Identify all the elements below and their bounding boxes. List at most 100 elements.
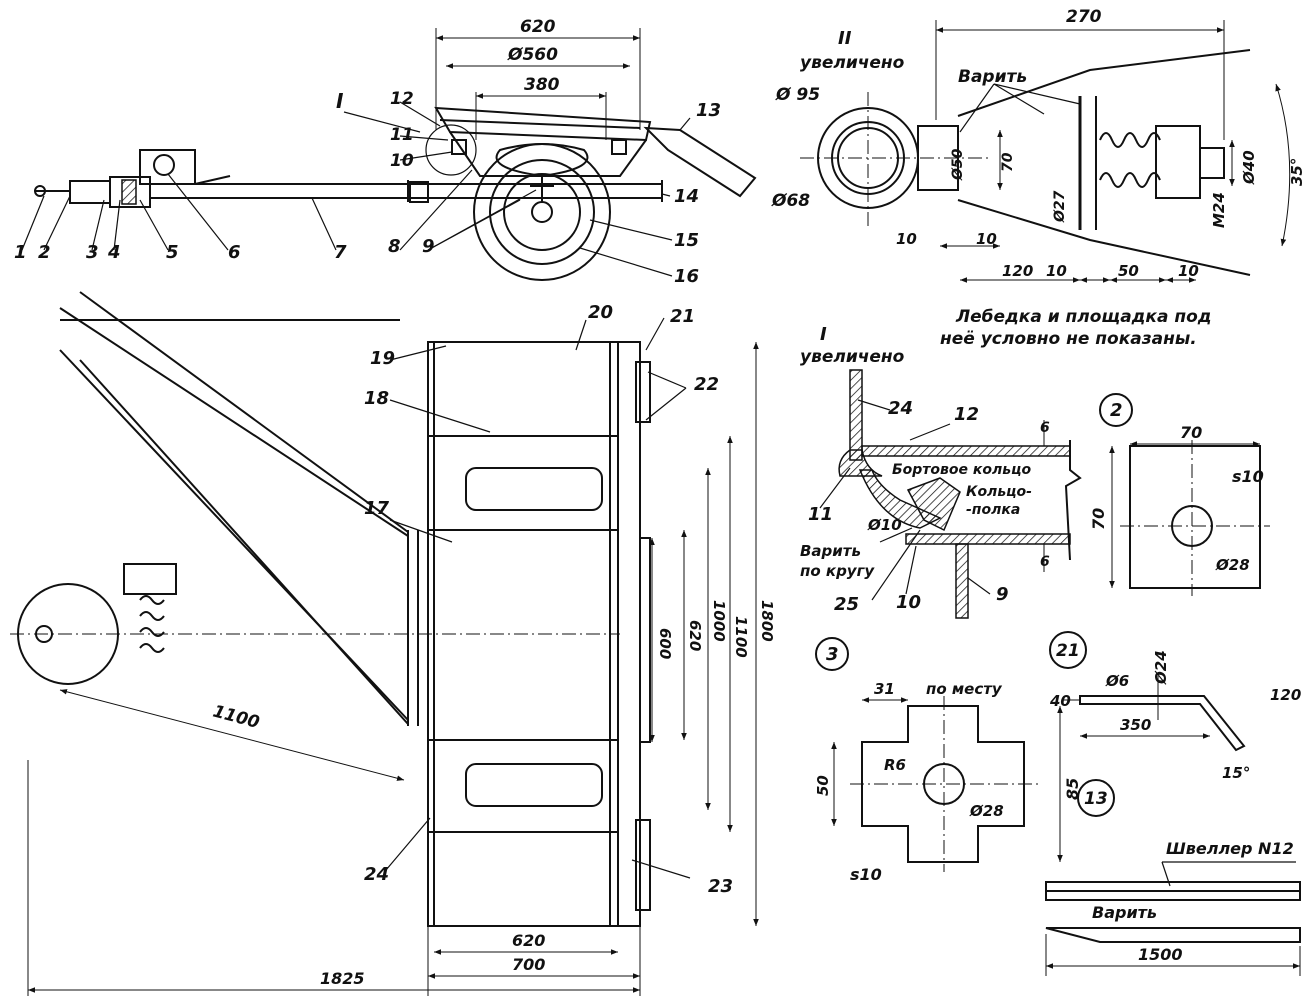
part-2-number: 2 (1110, 400, 1123, 421)
detail-I-view: I увеличено 24 12 6 Бортовое кольцо Коль… (800, 324, 1082, 619)
weld-label-II: Варить (958, 67, 1027, 87)
part-21-d350: 350 (1120, 716, 1151, 734)
dim-d10-detail: Ø10 (867, 516, 902, 534)
dim-10-a: 10 (896, 230, 917, 248)
part-3-hole: Ø28 (969, 802, 1004, 820)
part-3-radius: R6 (884, 756, 906, 774)
dim-d95: Ø 95 (775, 85, 820, 105)
part-21-number: 21 (1056, 641, 1080, 661)
detail-mark-I: I (336, 89, 344, 113)
dim-120: 120 (1002, 262, 1033, 280)
dim-d40: Ø40 (1240, 150, 1258, 185)
part-21-d6: Ø6 (1105, 672, 1129, 690)
part-3-d50: 50 (814, 775, 832, 796)
detail-II-word: увеличено (800, 53, 905, 73)
part-5: 5 (166, 242, 179, 263)
part-11: 11 (390, 125, 414, 145)
part-1: 1 (14, 242, 27, 263)
part-8: 8 (388, 236, 401, 257)
part-3-d85: 85 (1063, 778, 1082, 800)
plan-part-24: 24 (364, 864, 389, 885)
side-view: 620 Ø560 380 I 1 2 3 4 5 6 7 12 11 10 8 … (14, 17, 757, 287)
part-25-detail: 25 (834, 594, 859, 615)
weld-circle-1: Варить (800, 542, 861, 560)
part-13-length: 1500 (1138, 945, 1183, 964)
dim-50-II: 50 (1118, 262, 1139, 280)
weld-circle-2: по кругу (800, 562, 875, 580)
part-13-number: 13 (1084, 789, 1108, 809)
part-3: 3 (86, 242, 99, 263)
plan-part-19: 19 (370, 348, 395, 369)
part-21-angle: 15° (1222, 764, 1250, 782)
note-line-2: неё условно не показаны. (940, 329, 1197, 349)
detail-II-mark: II (838, 28, 852, 49)
part-10: 10 (390, 151, 414, 171)
part-2-hole: Ø28 (1215, 556, 1250, 574)
part-2: 2 (38, 242, 51, 263)
thickness-6-bottom: 6 (1040, 554, 1050, 570)
plan-part-20: 20 (588, 302, 613, 323)
ring-shelf-label-1: Кольцо- (966, 484, 1032, 500)
part-21-d120: 120 (1270, 686, 1301, 704)
plan-dim-1825: 1825 (320, 969, 365, 988)
part-21-drawing: 21 Ø6 Ø24 40 350 120 15° (1049, 631, 1301, 782)
dim-270: 270 (1066, 7, 1102, 27)
part-13-weld: Варить (1092, 903, 1157, 922)
part-11-detail: 11 (808, 504, 833, 525)
thickness-6-top: 6 (1040, 420, 1050, 436)
detail-I-word: увеличено (800, 347, 905, 367)
plan-view: 17 18 19 20 21 22 23 24 1100 600 620 100… (10, 291, 776, 996)
part-3-fit: по месту (926, 680, 1003, 698)
plan-dim-1100-v: 1100 (732, 616, 750, 658)
dim-d68: Ø68 (771, 191, 810, 211)
dim-10-c: 10 (1046, 262, 1067, 280)
dim-d560: Ø560 (507, 45, 558, 65)
dim-10-d: 10 (1178, 262, 1199, 280)
dim-d27: Ø27 (1052, 190, 1068, 223)
plan-part-17: 17 (364, 498, 390, 519)
part-16: 16 (674, 266, 699, 287)
plan-part-22: 22 (694, 374, 719, 395)
note-line-1: Лебедка и площадка под (955, 307, 1212, 327)
dim-70-II: 70 (1000, 152, 1016, 172)
plan-dim-700: 700 (512, 955, 545, 974)
bead-ring-label: Бортовое кольцо (892, 462, 1031, 478)
detail-II-view: II увеличено 270 Варить Ø 95 (771, 7, 1306, 349)
dim-m24: M24 (1210, 192, 1228, 228)
part-2-width: 70 (1180, 423, 1202, 442)
part-15: 15 (674, 230, 699, 251)
part-2-drawing: 2 70 70 s10 Ø28 (1089, 393, 1270, 596)
detail-I-mark: I (820, 324, 827, 345)
part-12: 12 (390, 89, 414, 109)
dim-35-deg: 35° (1288, 158, 1306, 186)
part-3-number: 3 (826, 644, 839, 665)
dim-d50: Ø50 (950, 148, 966, 181)
part-6: 6 (228, 242, 241, 263)
plan-dim-1000: 1000 (710, 600, 728, 642)
part-4: 4 (107, 242, 121, 263)
part-10-detail: 10 (896, 592, 921, 613)
plan-part-21: 21 (670, 306, 695, 327)
plan-dim-600: 600 (656, 628, 674, 659)
part-13-channel: Швеллер N12 (1166, 839, 1294, 858)
part-3-drawing: 3 31 по месту R6 50 Ø28 85 s10 (814, 637, 1082, 884)
part-14: 14 (674, 186, 699, 207)
part-9-detail: 9 (996, 584, 1009, 605)
plan-dim-620-v: 620 (686, 620, 704, 651)
part-21-d40: 40 (1049, 692, 1071, 710)
plan-dim-1800: 1800 (758, 600, 776, 642)
part-9: 9 (422, 236, 435, 257)
part-3-thickness: s10 (850, 865, 882, 884)
part-12-detail: 12 (954, 404, 979, 425)
plan-part-18: 18 (364, 388, 389, 409)
plan-dim-620-h: 620 (512, 931, 545, 950)
dim-380: 380 (524, 75, 560, 95)
part-24-detail: 24 (888, 398, 913, 419)
plan-dim-1100-diag: 1100 (211, 702, 262, 734)
part-21-d24: Ø24 (1152, 650, 1170, 685)
part-2-height: 70 (1089, 508, 1108, 530)
part-2-thickness: s10 (1232, 467, 1264, 486)
part-13: 13 (696, 100, 721, 121)
plan-part-23: 23 (708, 876, 733, 897)
